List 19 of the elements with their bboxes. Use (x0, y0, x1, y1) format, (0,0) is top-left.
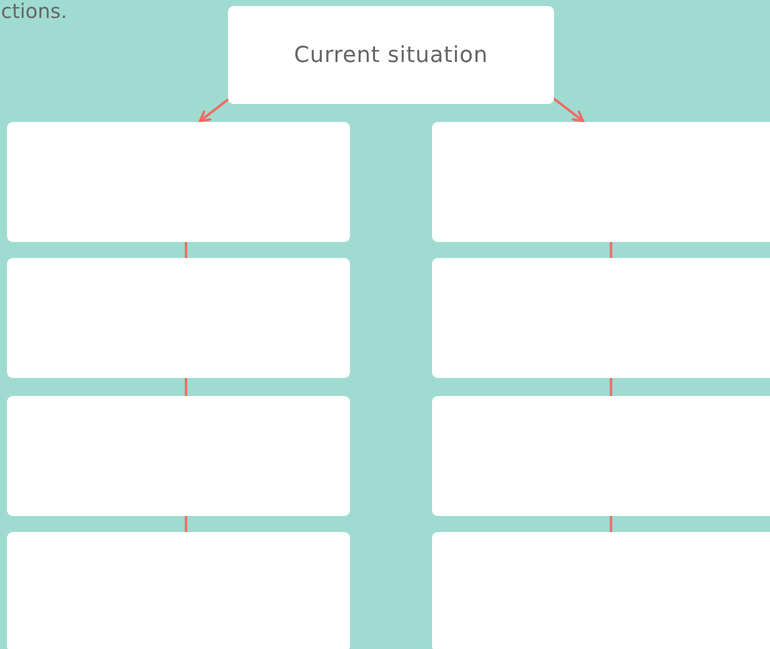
connector-line (610, 378, 612, 396)
text-box (228, 6, 554, 104)
empty-box (7, 396, 350, 516)
arrow (198, 97, 231, 122)
empty-box (7, 532, 350, 649)
empty-box (7, 258, 350, 378)
box-text: Current situation (294, 42, 488, 68)
empty-box (432, 122, 770, 242)
connector-line (184, 242, 188, 258)
instruction-text: ctions. (1, 0, 68, 22)
empty-box (432, 532, 770, 649)
empty-box (432, 258, 770, 378)
empty-box (7, 122, 350, 242)
connector-line (184, 378, 188, 396)
connector-line (610, 242, 612, 258)
connector-line (610, 516, 612, 532)
arrow (552, 97, 584, 122)
connector-line (184, 516, 188, 532)
empty-box (432, 396, 770, 516)
